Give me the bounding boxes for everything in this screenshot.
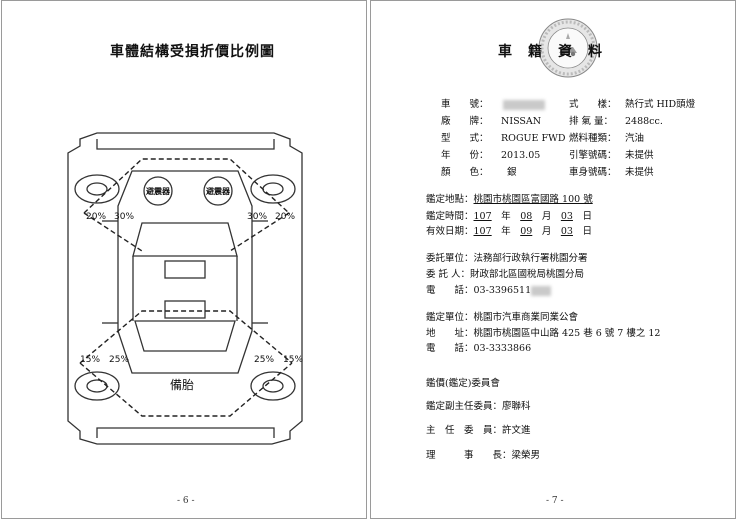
style-value: 熱行式 HID頭燈 (625, 99, 696, 110)
day-unit: 日 (582, 226, 592, 237)
chassis-label: 車身號碼： (569, 167, 617, 178)
appraisal-location-value: 桃園市桃園區富國路 100 號 (473, 194, 593, 205)
client-unit-value: 法務部行政執行署桃園分署 (473, 253, 588, 264)
pct-25-left: 25% (109, 355, 129, 365)
association-seal-logo (538, 18, 598, 78)
pct-30-right: 30% (247, 212, 267, 222)
valid-date-day: 03 (560, 226, 573, 237)
committee-vice-chair: 鑑定副主任委員：廖聯科 (426, 401, 531, 412)
pct-20-right: 20% (275, 212, 295, 222)
client-phone-value: 03-3396511 (473, 285, 532, 296)
brand-value: NISSAN (501, 116, 542, 127)
shock-absorber-label-right: 避震器 (206, 186, 231, 196)
appraisal-time: 鑑定時間：107 年 08 月 03 日 (426, 211, 592, 223)
appraiser-unit: 鑑定單位：桃園市汽車商業同業公會 (426, 312, 578, 324)
fuel-label: 燃料種類： (569, 133, 617, 144)
pct-20-left: 20% (86, 212, 106, 222)
client-phone: 電 話：03-3396511 (426, 285, 552, 297)
client-unit: 委託單位：法務部行政執行署桃園分署 (426, 253, 588, 265)
committee-member: 主 任 委 員：許文進 (426, 425, 531, 436)
vehicle-structure-diagram: 20% 30% 30% 20% 15% 25% 25% 15% 避震器 避震器 … (67, 132, 303, 445)
displacement-value: 2488cc. (625, 116, 663, 127)
year-unit: 年 (501, 211, 511, 222)
plate-label: 車 號： (441, 99, 489, 110)
model-label: 型 式： (441, 133, 489, 144)
year-unit: 年 (501, 226, 511, 237)
displacement-label: 排 氣 量： (569, 116, 614, 127)
appraisal-location-label: 鑑定地點： (426, 194, 474, 205)
right-page: 車 籍 資 料 車 號： 式 樣： 熱行式 HID頭燈 廠 牌： NISSAN … (370, 0, 736, 519)
day-unit: 日 (582, 211, 592, 222)
valid-date-label: 有效日期： (426, 226, 474, 237)
page-number: - 6 - (177, 496, 195, 506)
model-value: ROGUE FWD (501, 133, 566, 144)
brand-label: 廠 牌： (441, 116, 489, 127)
pct-15-left: 15% (80, 355, 100, 365)
client-person-value: 財政部北區國稅局桃園分局 (470, 269, 585, 280)
plate-value-redacted (503, 99, 545, 111)
appraisal-time-year: 107 (473, 211, 492, 222)
appraiser-address-label: 地 址： (426, 328, 474, 339)
appraiser-unit-value: 桃園市汽車商業同業公會 (473, 312, 579, 323)
valid-date-month: 09 (520, 226, 533, 237)
appraiser-phone: 電 話：03-3333866 (426, 343, 531, 355)
committee-name: 鑑價(鑑定)委員會 (426, 378, 500, 389)
client-unit-label: 委託單位： (426, 253, 474, 264)
committee-director: 理 事 長：梁榮男 (426, 450, 541, 461)
spare-tire-label: 備胎 (170, 377, 194, 392)
year-value: 2013.05 (501, 150, 541, 161)
valid-date: 有效日期：107 年 09 月 03 日 (426, 226, 592, 238)
chassis-value: 未提供 (625, 167, 654, 178)
engine-value: 未提供 (625, 150, 654, 161)
page-title: 車體結構受損折價比例圖 (110, 44, 275, 60)
appraiser-unit-label: 鑑定單位： (426, 312, 474, 323)
shock-absorber-label-left: 避震器 (146, 186, 171, 196)
valid-date-year: 107 (473, 226, 492, 237)
year-label: 年 份： (441, 150, 489, 161)
color-value: 銀 (507, 167, 517, 178)
pct-30-left: 30% (114, 212, 134, 222)
client-phone-redacted (531, 285, 552, 296)
appraiser-phone-value: 03-3333866 (473, 343, 532, 354)
month-unit: 月 (541, 211, 552, 222)
pct-15-right: 15% (283, 355, 303, 365)
appraiser-phone-label: 電 話： (426, 343, 474, 354)
month-unit: 月 (541, 226, 552, 237)
appraiser-address-value: 桃園市桃園區中山路 425 巷 6 號 7 樓之 12 (473, 328, 661, 339)
client-person: 委 託 人：財政部北區國稅局桃園分局 (426, 269, 584, 281)
pct-25-right: 25% (254, 355, 274, 365)
appraisal-time-month: 08 (520, 211, 533, 222)
fuel-value: 汽油 (625, 133, 645, 144)
appraisal-time-day: 03 (560, 211, 573, 222)
style-label: 式 樣： (569, 99, 617, 110)
appraisal-location: 鑑定地點：桃園市桃園區富國路 100 號 (426, 194, 593, 206)
client-person-label: 委 託 人： (426, 269, 471, 280)
appraisal-time-label: 鑑定時間： (426, 211, 474, 222)
left-page: 車體結構受損折價比例圖 (1, 0, 367, 519)
page-number: - 7 - (546, 496, 564, 506)
engine-label: 引擎號碼： (569, 150, 617, 161)
page-title: 車 籍 資 料 (498, 44, 603, 60)
client-phone-label: 電 話： (426, 285, 474, 296)
color-label: 顏 色： (441, 167, 489, 178)
appraiser-address: 地 址：桃園市桃園區中山路 425 巷 6 號 7 樓之 12 (426, 328, 660, 340)
